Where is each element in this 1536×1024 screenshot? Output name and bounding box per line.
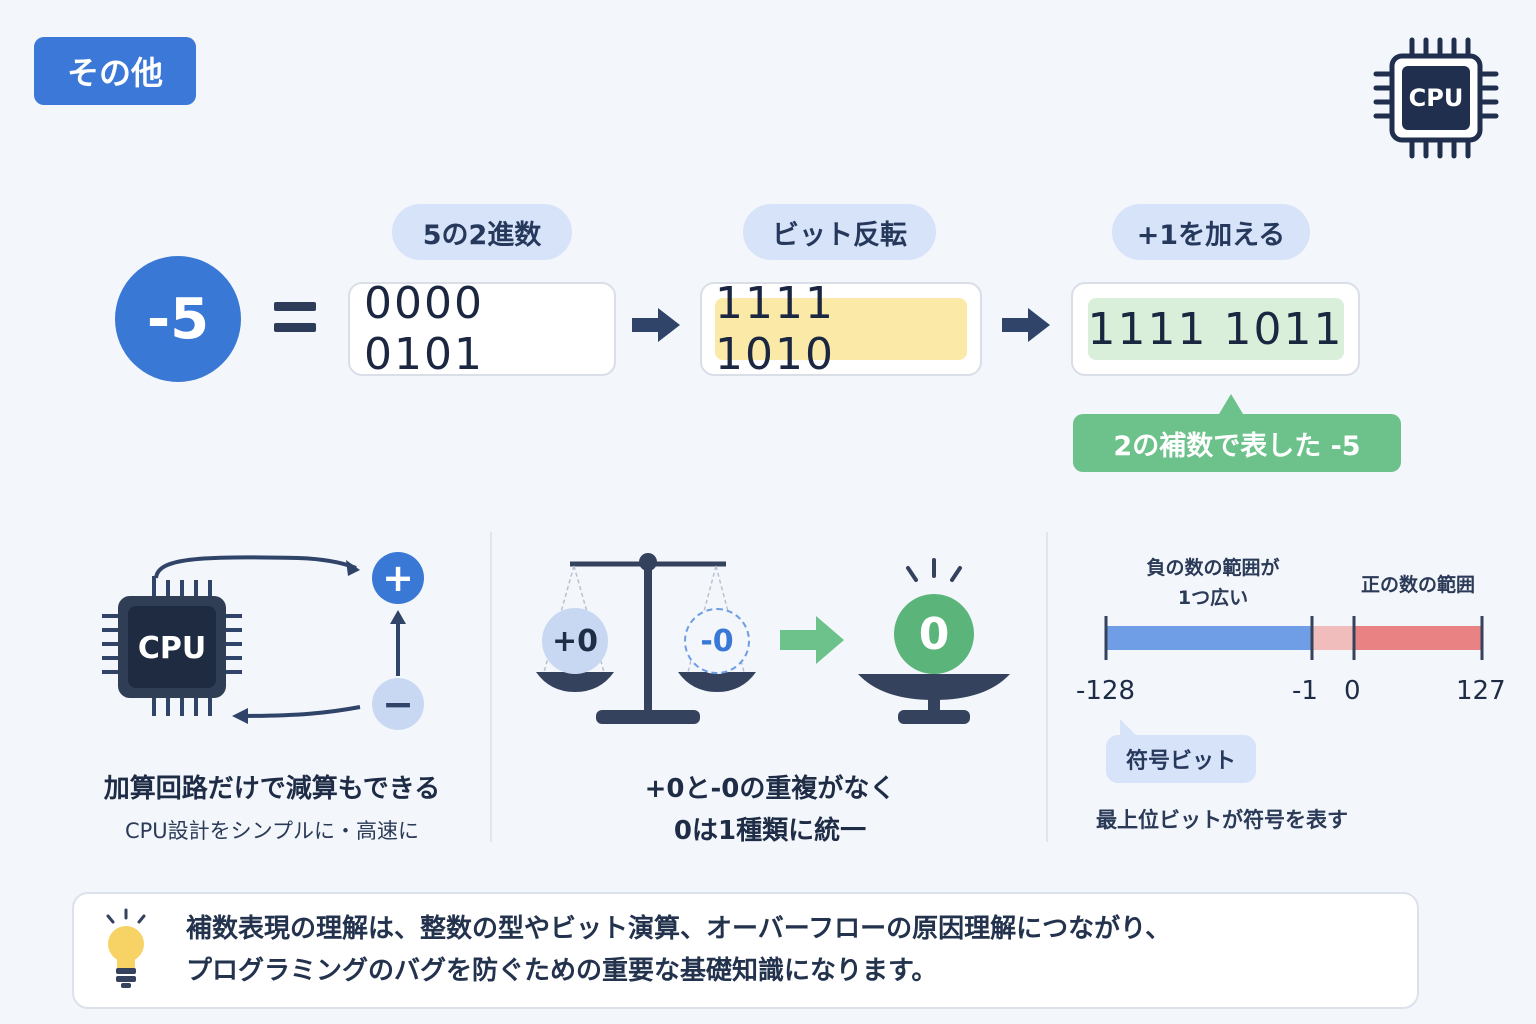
binary-value-result: 1111 1011	[1087, 298, 1344, 360]
zero-title-line1: +0と-0の重複がなく	[644, 774, 896, 804]
step-label-invert: ビット反転	[743, 204, 936, 260]
panel-divider	[490, 532, 492, 842]
twos-complement-label: 2の補数で表した -5	[1073, 394, 1401, 472]
binary-box-inverted: 1111 1010	[700, 278, 982, 380]
range-min: -128	[1076, 676, 1136, 706]
range-max: 127	[1456, 676, 1506, 706]
cpu-chip-label: CPU	[1408, 84, 1464, 112]
right-arrow-icon	[632, 308, 680, 342]
range-neg-one: -1	[1292, 676, 1318, 706]
binary-box-original: 0000 0101	[348, 278, 616, 380]
binary-value-original: 0000 0101	[364, 278, 484, 380]
panel-divider	[1046, 532, 1048, 842]
right-arrow-icon	[1002, 308, 1050, 342]
equals-sign	[274, 302, 316, 344]
negative-range-label: 負の数の範囲が 1つ広い	[1120, 553, 1306, 613]
minus-zero-ball: -0	[684, 608, 750, 674]
unified-zero-scale: 0	[856, 558, 1012, 728]
range-zero: 0	[1344, 676, 1361, 706]
adder-chip-label: CPU	[137, 630, 207, 666]
binary-value-inverted: 1111 1010	[715, 278, 967, 380]
negative-range-label-line1: 負の数の範囲が	[1146, 557, 1280, 579]
footer-box	[72, 892, 1419, 1009]
step-label-binary: 5の2進数	[392, 204, 572, 260]
value-circle: -5	[115, 256, 241, 382]
lightbulb-icon	[100, 908, 152, 992]
plus-zero-ball: +0	[542, 608, 608, 674]
footer-line-2: プログラミングのバグを防ぐための重要な基礎知識になります。	[186, 956, 938, 986]
number-line	[1100, 614, 1490, 664]
footer-text: 補数表現の理解は、整数の型やビット演算、オーバーフローの原因理解につながり、 プ…	[186, 908, 1386, 992]
sign-bit-bubble: 符号ビット	[1106, 719, 1256, 783]
zero-title-line2: 0は1種類に統一	[673, 816, 867, 846]
positive-range-label: 正の数の範囲	[1360, 574, 1475, 596]
binary-box-result: 1111 1011	[1071, 282, 1360, 376]
sign-bit-description: 最上位ビットが符号を表す	[1096, 808, 1348, 832]
adder-subtitle: CPU設計をシンプルに・高速に	[124, 819, 420, 843]
step-label-add-one: +1を加える	[1112, 204, 1310, 260]
right-arrow-icon	[780, 616, 844, 664]
zero-ball: 0	[894, 594, 974, 674]
footer-line-1: 補数表現の理解は、整数の型やビット演算、オーバーフローの原因理解につながり、	[186, 914, 1172, 944]
balance-scale-icon: +0 -0	[530, 550, 760, 730]
category-badge: その他	[34, 37, 196, 105]
minus-icon: −	[372, 678, 424, 730]
cpu-chip-icon: CPU	[1372, 36, 1500, 160]
negative-range-label-line2: 1つ広い	[1177, 587, 1249, 609]
plus-icon: +	[372, 552, 424, 604]
adder-illustration: CPU + −	[98, 550, 438, 730]
adder-title: 加算回路だけで減算もできる	[103, 774, 441, 804]
